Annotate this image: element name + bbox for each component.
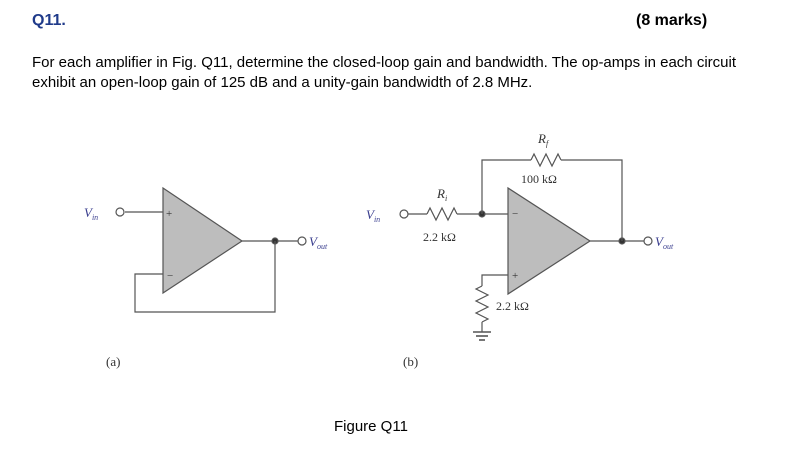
- circuit-b-vin-label: Vin: [366, 207, 380, 224]
- circuit-a-minus-sign: −: [167, 270, 173, 282]
- circuit-a-caption: (a): [106, 354, 120, 369]
- circuit-b-rf-label: Rf: [537, 131, 550, 148]
- circuit-a-input-terminal: [115, 207, 125, 217]
- circuit-b: [399, 152, 653, 341]
- circuit-b-feedback-right-wire: [561, 159, 623, 241]
- circuit-b-plus-sign: +: [512, 270, 518, 282]
- question-text: For each amplifier in Fig. Q11, determin…: [32, 54, 736, 91]
- circuit-b-minus-sign: −: [512, 208, 518, 220]
- question-number: Q11.: [32, 12, 66, 29]
- circuit-b-rf-value: 100 kΩ: [521, 172, 557, 186]
- circuit-b-ri-value: 2.2 kΩ: [423, 230, 456, 244]
- circuit-b-vout-label: Vout: [655, 234, 674, 251]
- circuit-a-output-terminal: [297, 236, 307, 246]
- circuit-b-caption: (b): [403, 354, 418, 369]
- circuit-a: [115, 186, 307, 313]
- circuit-a-plus-sign: +: [166, 208, 172, 220]
- circuit-b-ri-resistor: [426, 206, 458, 222]
- circuit-a-feedback-wire: [134, 241, 276, 313]
- circuit-a-opamp: [162, 186, 244, 295]
- circuit-b-input-terminal: [399, 209, 409, 219]
- marks-label: (8 marks): [636, 12, 708, 29]
- circuit-b-output-terminal: [643, 236, 653, 246]
- circuit-b-opamp: [507, 186, 592, 296]
- circuit-b-rb-value: 2.2 kΩ: [496, 299, 529, 313]
- circuit-b-ri-label: Ri: [436, 186, 447, 203]
- circuit-b-rb-resistor: [474, 285, 490, 323]
- circuit-b-rf-resistor: [530, 152, 562, 168]
- circuit-a-vin-label: Vin: [84, 205, 98, 222]
- circuit-b-feedback-left-wire: [481, 159, 531, 214]
- circuit-a-vout-label: Vout: [309, 234, 328, 251]
- circuit-b-noninverting-wire: [481, 274, 508, 286]
- figure-caption: Figure Q11: [334, 418, 408, 435]
